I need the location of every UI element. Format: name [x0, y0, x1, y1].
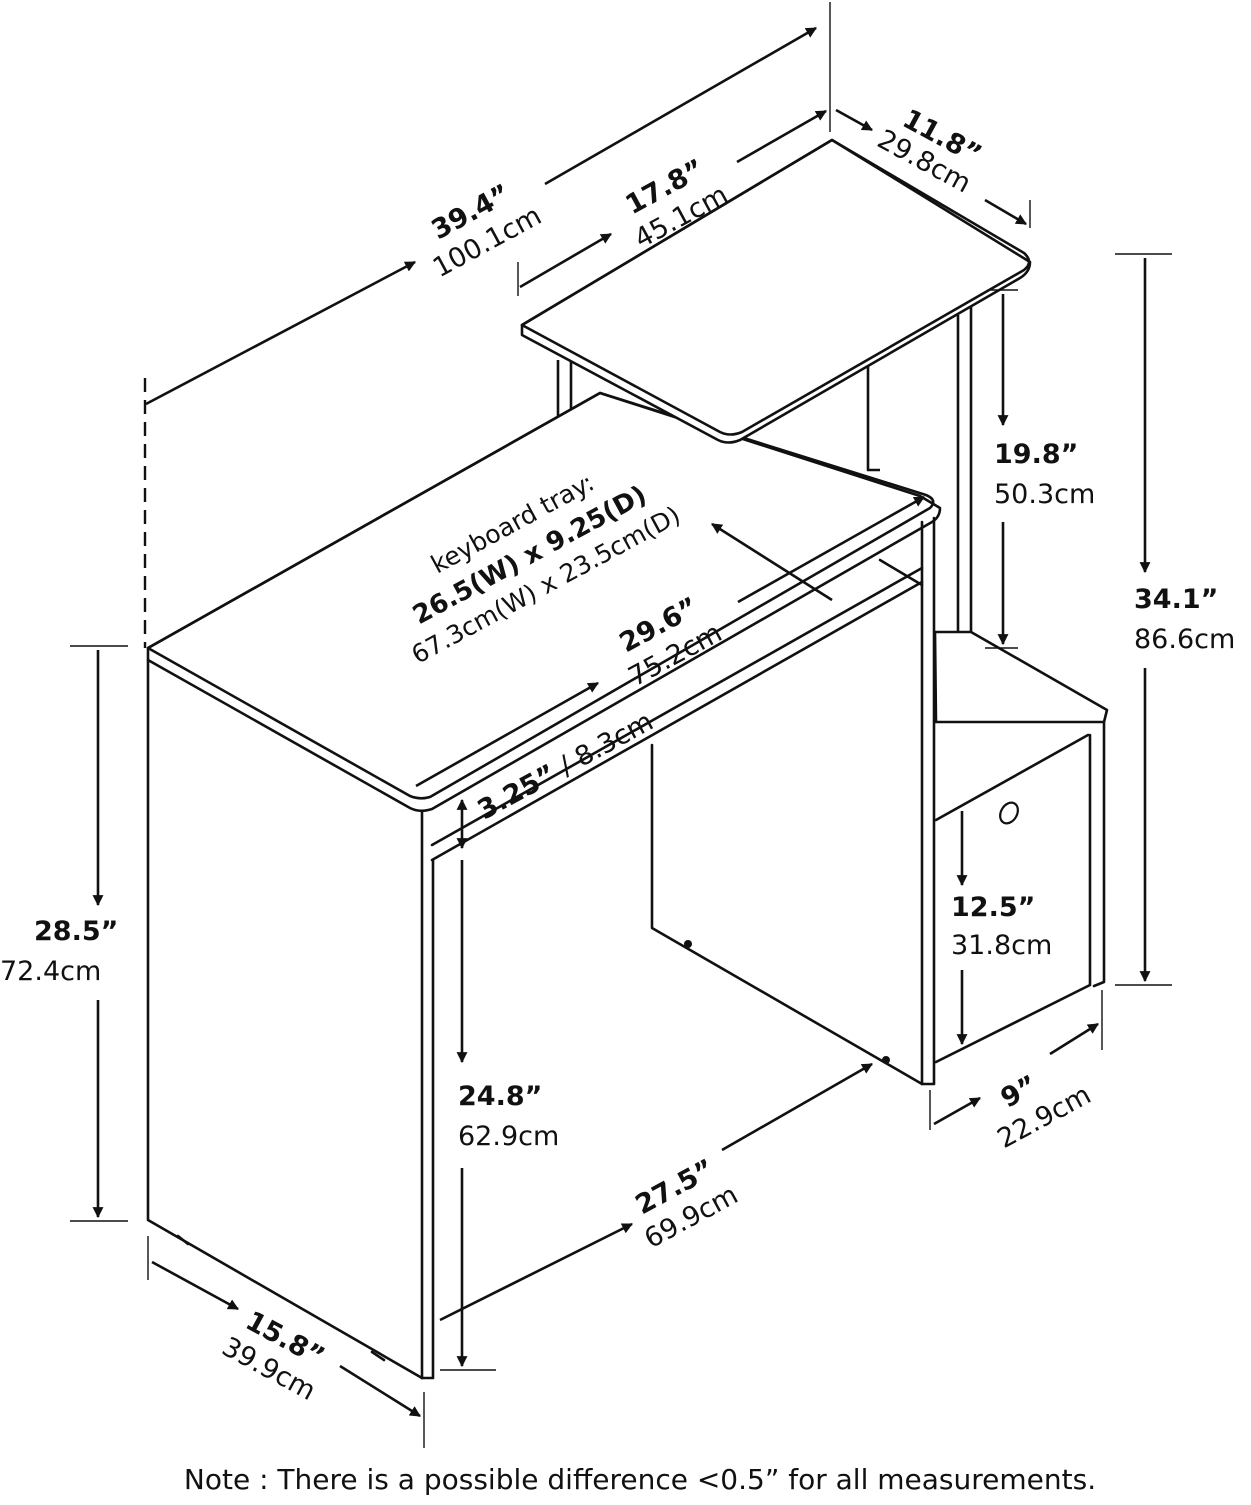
back-panel [650, 743, 924, 1086]
keyboard-tray-slot [430, 558, 924, 862]
cubby-height-metric: 31.8cm [951, 930, 1052, 961]
left-side-panel [146, 658, 435, 1380]
desk-height-imperial: 28.5” [34, 916, 118, 947]
leg-clearance-imperial: 24.8” [458, 1081, 542, 1112]
dimension-lines [70, 2, 1172, 1448]
shelf-clearance-metric: 50.3cm [994, 479, 1095, 510]
dim-line-shelf-depth [835, 108, 873, 132]
desk-height-metric: 72.4cm [0, 956, 101, 987]
total-height-imperial: 34.1” [1134, 584, 1218, 615]
right-desk-leg [920, 516, 936, 1086]
side-cabinet [933, 630, 1109, 1064]
desk-illustration [146, 138, 1109, 1380]
shelf-clearance-imperial: 19.8” [994, 439, 1078, 470]
dim-line-desk-depth [151, 1260, 239, 1311]
monitor-shelf [520, 138, 1032, 444]
cubby-height-imperial: 12.5” [951, 892, 1035, 923]
dim-line-tray-width [415, 681, 599, 788]
keyboard-tray-pointer [711, 522, 833, 602]
desk-top [146, 391, 942, 813]
dim-line-overall-width [145, 260, 416, 406]
dim-line-knee-width [439, 1222, 633, 1322]
dim-line-cubby-width [933, 1096, 981, 1126]
leg-clearance-metric: 62.9cm [458, 1121, 559, 1152]
total-height-metric: 86.6cm [1134, 624, 1235, 655]
measurement-note: Note : There is a possible difference <0… [184, 1463, 1096, 1496]
dim-line-shelf-width [519, 232, 612, 289]
cabinet-knob [999, 801, 1019, 825]
